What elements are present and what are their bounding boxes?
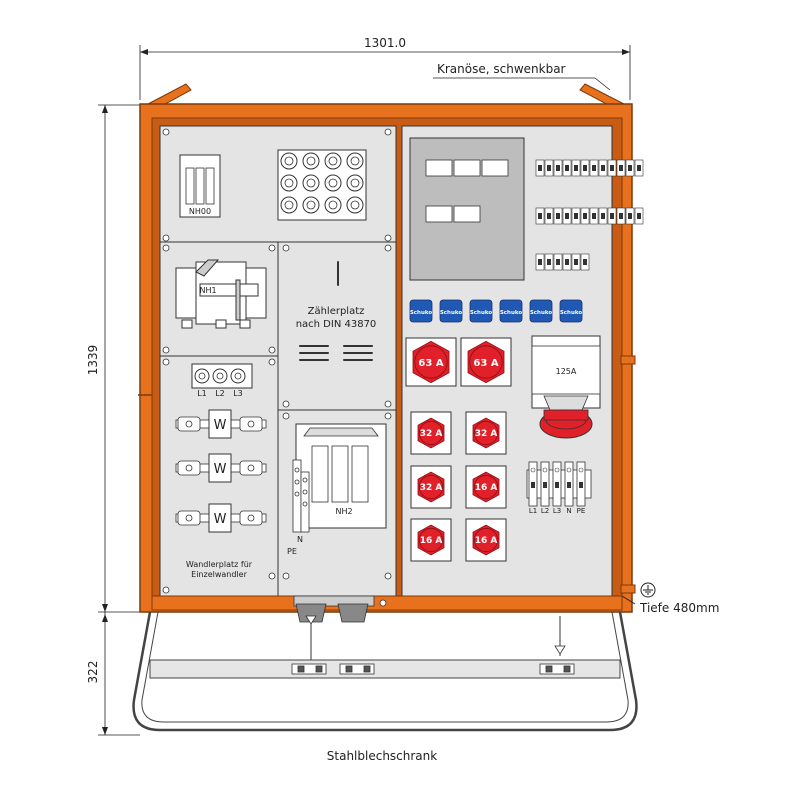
schuko-socket: Schuko <box>409 299 433 323</box>
nh1-label: NH1 <box>199 286 216 295</box>
terminal-label: L2 <box>541 507 549 515</box>
cee-socket: 63 A <box>460 337 512 387</box>
miniature-circuit-breakers <box>535 159 644 271</box>
output-terminals: L1 L2 L3 N PE <box>526 461 592 515</box>
phase-label-l2: L2 <box>215 389 225 398</box>
cee-socket: 32 A <box>410 411 452 455</box>
schuko-label: Schuko <box>500 310 523 316</box>
cee-socket: 32 A <box>465 411 507 455</box>
schuko-label: Schuko <box>560 310 583 316</box>
phase-label-l3: L3 <box>233 389 243 398</box>
terminal-label: PE <box>577 507 586 515</box>
earth-symbol <box>621 582 656 605</box>
base-crossbar <box>149 659 621 679</box>
panel-screws <box>162 128 392 594</box>
cee-socket-label: 16 A <box>475 536 498 546</box>
terminal-label: N <box>566 507 571 515</box>
base-frame <box>132 611 638 732</box>
transformer-label: W <box>214 462 227 477</box>
width-dimension: 1301.0 <box>364 36 406 50</box>
transformer-terminal-block <box>191 363 253 389</box>
fuse-bases <box>277 149 367 221</box>
n-terminal-label: N <box>297 535 303 544</box>
door-hinge-right <box>620 355 636 365</box>
cee-socket-label: 63 A <box>418 358 443 369</box>
cee-socket-label: 32 A <box>475 429 498 439</box>
schuko-label: Schuko <box>470 310 493 316</box>
base-height-dimension: 322 <box>86 661 100 684</box>
schuko-socket: Schuko <box>559 299 583 323</box>
cee-socket-label: 16 A <box>475 483 498 493</box>
cee-socket-label: 32 A <box>420 483 443 493</box>
nh00-fuse-switch: NH00 <box>179 154 221 218</box>
meter-place: Zählerplatz nach DIN 43870 <box>296 261 377 361</box>
cee-socket: 16 A <box>465 465 507 509</box>
cee-sockets: 63 A 63 A 32 A 32 A 32 A 16 A 16 A 16 A <box>405 337 512 562</box>
cee-socket: 32 A <box>410 465 452 509</box>
socket-125a-label: 125A <box>556 367 577 376</box>
schuko-label: Schuko <box>530 310 553 316</box>
schuko-label: Schuko <box>410 310 433 316</box>
cabinet-type-label: Stahlblechschrank <box>327 749 438 763</box>
cee-socket-label: 32 A <box>420 429 443 439</box>
pe-terminal-label: PE <box>287 547 297 556</box>
socket-125a: 125A <box>531 335 601 439</box>
cee-socket-label: 63 A <box>473 358 498 369</box>
current-transformer: W <box>175 409 267 439</box>
schuko-socket: Schuko <box>469 299 493 323</box>
transformer-label: W <box>214 418 227 433</box>
transformer-label: W <box>214 512 227 527</box>
crossbar-clamps <box>291 663 575 675</box>
nh2-label: NH2 <box>335 507 352 516</box>
meter-place-line1: Zählerplatz <box>308 306 365 317</box>
schuko-socket: Schuko <box>499 299 523 323</box>
cable-glands <box>293 595 387 660</box>
crane-eye-label: Kranöse, schwenkbar <box>437 62 566 76</box>
current-transformers: W W W <box>175 409 267 533</box>
cee-socket: 16 A <box>410 518 452 562</box>
terminal-label: L3 <box>553 507 561 515</box>
current-transformer: W <box>175 453 267 483</box>
nh2-fuse-switch: NH2 <box>295 423 387 529</box>
transformer-place-line1: Wandlerplatz für <box>186 560 253 569</box>
depth-label: Tiefe 480mm <box>639 601 719 615</box>
cee-socket-label: 16 A <box>420 536 443 546</box>
transformer-place-line2: Einzelwandler <box>191 570 247 579</box>
schuko-label: Schuko <box>440 310 463 316</box>
breakers-cover-row <box>425 159 509 223</box>
cee-socket: 16 A <box>465 518 507 562</box>
cee-socket: 63 A <box>405 337 457 387</box>
nh1-load-switch <box>175 259 267 329</box>
height-dimension: 1339 <box>86 345 100 376</box>
dimension-arrows <box>102 49 630 735</box>
schuko-socket: Schuko <box>529 299 553 323</box>
terminal-label: L1 <box>529 507 537 515</box>
current-transformer: W <box>175 503 267 533</box>
nh00-label: NH00 <box>189 207 211 216</box>
meter-place-line2: nach DIN 43870 <box>296 319 377 330</box>
schuko-sockets: Schuko Schuko Schuko Schuko Schuko Schuko <box>409 299 583 323</box>
n-pe-terminal-strip <box>292 459 310 533</box>
phase-label-l1: L1 <box>197 389 207 398</box>
schuko-socket: Schuko <box>439 299 463 323</box>
